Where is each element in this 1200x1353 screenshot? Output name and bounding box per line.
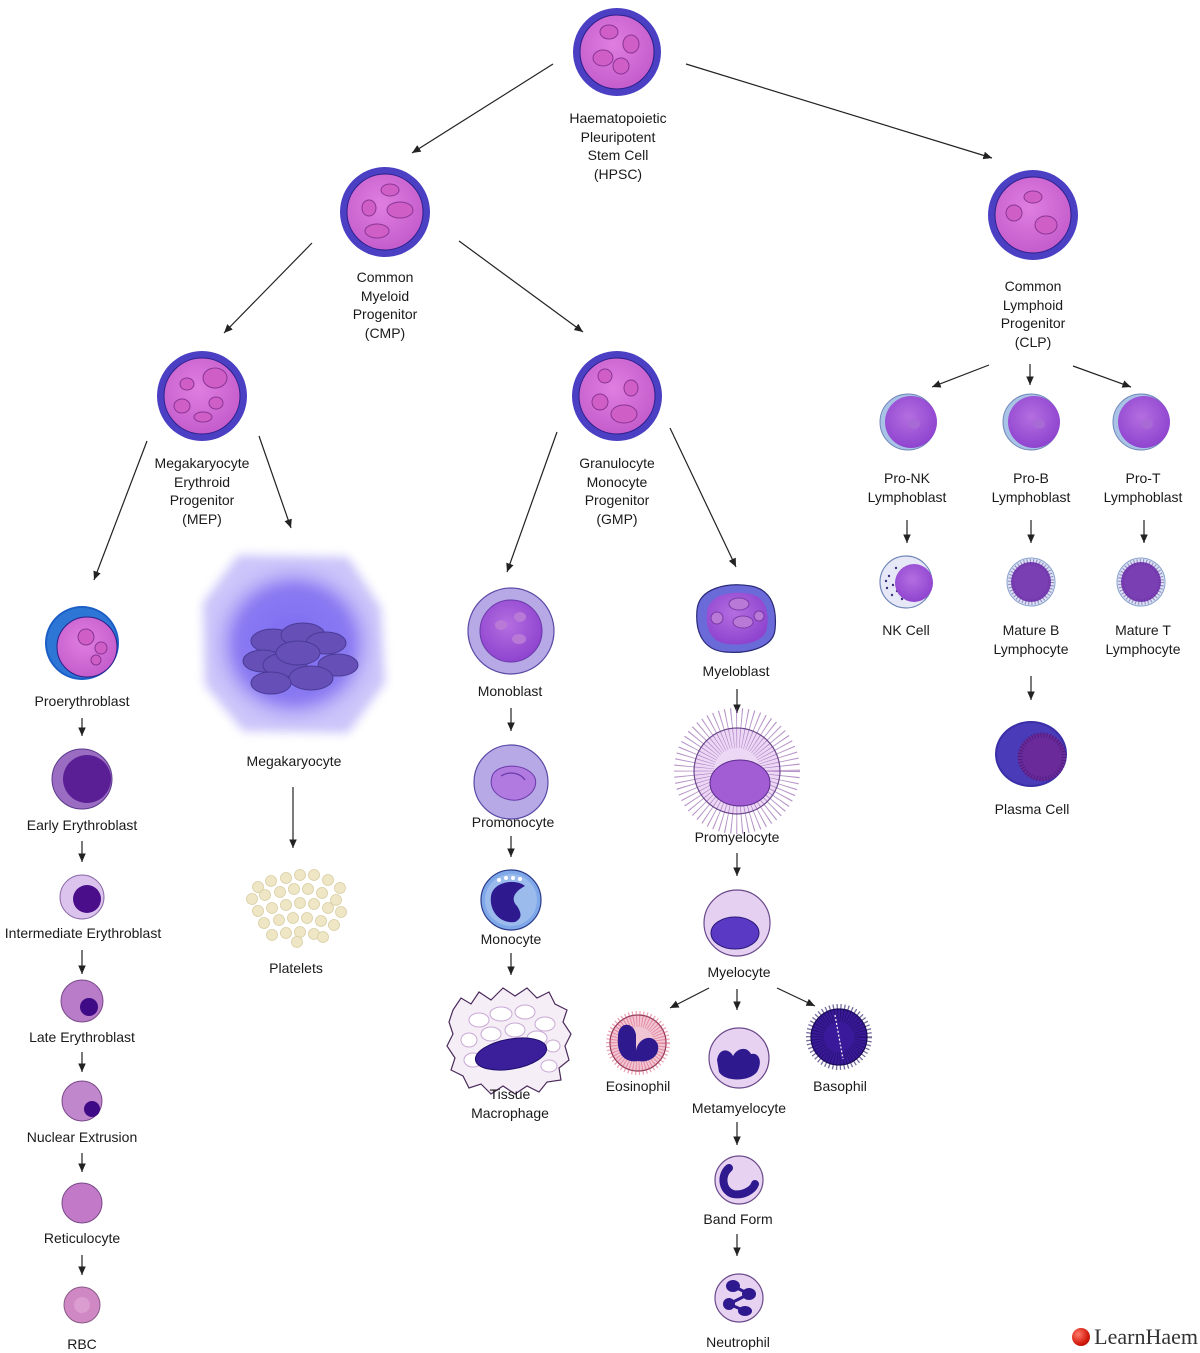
intermediate-erythroblast-cell — [59, 874, 105, 920]
rbc-cell — [63, 1286, 101, 1324]
cmp-label: Common Myeloid Progenitor (CMP) — [352, 269, 418, 341]
clp-cell — [988, 170, 1078, 260]
band-form-cell — [714, 1155, 764, 1205]
reticulocyte-cell — [61, 1182, 103, 1224]
monoblast-label: Monoblast — [477, 683, 543, 699]
promonocyte-label: Promonocyte — [471, 814, 555, 830]
early-erythroblast-label: Early Erythroblast — [26, 817, 138, 833]
reticulocyte-label: Reticulocyte — [43, 1230, 121, 1246]
basophil-label: Basophil — [813, 1078, 867, 1094]
late-erythroblast-cell — [60, 979, 104, 1023]
platelets-cluster — [246, 869, 347, 948]
pro-b-lymphoblast-cell — [1002, 393, 1060, 451]
neutrophil-cell — [714, 1273, 764, 1323]
monocyte-cell — [480, 869, 542, 931]
eosinophil-label: Eosinophil — [605, 1078, 671, 1094]
basophil-cell — [806, 1004, 872, 1070]
megakaryocyte-cell — [203, 555, 385, 733]
band-form-label: Band Form — [703, 1211, 773, 1227]
pro-t-lymphoblast-cell — [1112, 393, 1170, 451]
myeloblast-label: Myeloblast — [702, 663, 770, 679]
plasma-cell — [995, 721, 1067, 787]
myelocyte-label: Myelocyte — [707, 964, 771, 980]
nk-cell — [879, 555, 933, 609]
hpsc-label: Haematopoietic Pleuripotent Stem Cell (H… — [569, 110, 667, 182]
learnhaem-logo: LearnHaem — [1072, 1324, 1198, 1350]
intermediate-erythroblast-label: Intermediate Erythroblast — [4, 925, 162, 941]
nuclear-extrusion-label: Nuclear Extrusion — [26, 1129, 138, 1145]
clp-label: Common Lymphoid Progenitor (CLP) — [1000, 278, 1066, 350]
cmp-cell — [340, 167, 430, 257]
pro-nk-lymphoblast-cell — [879, 393, 937, 451]
mature-b-label: Mature B Lymphocyte — [993, 622, 1069, 657]
promyelocyte-cell — [674, 708, 800, 834]
pro-nk-label: Pro-NK Lymphoblast — [867, 470, 947, 505]
monocyte-label: Monocyte — [480, 931, 542, 947]
plasma-cell-label: Plasma Cell — [994, 801, 1070, 817]
mep-cell — [157, 351, 247, 441]
tissue-macrophage-cell — [446, 987, 572, 1095]
tissue-macrophage-label: Tissue Macrophage — [471, 1086, 549, 1121]
pro-t-label: Pro-T Lymphoblast — [1103, 470, 1183, 505]
mep-label: Megakaryocyte Erythroid Progenitor (MEP) — [154, 455, 250, 527]
neutrophil-label: Neutrophil — [706, 1334, 770, 1350]
arrows — [78, 63, 1148, 1275]
megakaryocyte-label: Megakaryocyte — [246, 753, 342, 769]
brand-name: LearnHaem — [1094, 1324, 1198, 1349]
monoblast-cell — [467, 587, 555, 675]
mature-t-label: Mature T Lymphocyte — [1105, 622, 1181, 657]
myeloblast-cell — [696, 584, 777, 653]
platelets-label: Platelets — [269, 960, 323, 976]
mature-t-lymphocyte-cell — [1116, 557, 1166, 607]
proerythroblast-label: Proerythroblast — [34, 693, 130, 709]
rbc-label: RBC — [67, 1336, 97, 1352]
pro-b-label: Pro-B Lymphoblast — [991, 470, 1071, 505]
promyelocyte-label: Promyelocyte — [694, 829, 780, 845]
metamyelocyte-label: Metamyelocyte — [691, 1100, 787, 1116]
promonocyte-cell — [473, 744, 549, 820]
metamyelocyte-cell — [708, 1027, 770, 1089]
red-circle-logo-icon — [1072, 1328, 1091, 1346]
gmp-cell — [572, 351, 662, 441]
nk-cell-label: NK Cell — [882, 622, 930, 638]
gmp-label: Granulocyte Monocyte Progenitor (GMP) — [579, 455, 655, 527]
myelocyte-cell — [703, 889, 771, 957]
mature-b-lymphocyte-cell — [1006, 557, 1056, 607]
eosinophil-cell — [606, 1011, 670, 1075]
hpsc-cell — [573, 8, 661, 96]
nuclear-extrusion-cell — [61, 1080, 103, 1122]
late-erythroblast-label: Late Erythroblast — [29, 1029, 135, 1045]
early-erythroblast-cell — [51, 748, 113, 810]
proerythroblast-cell — [45, 606, 119, 680]
